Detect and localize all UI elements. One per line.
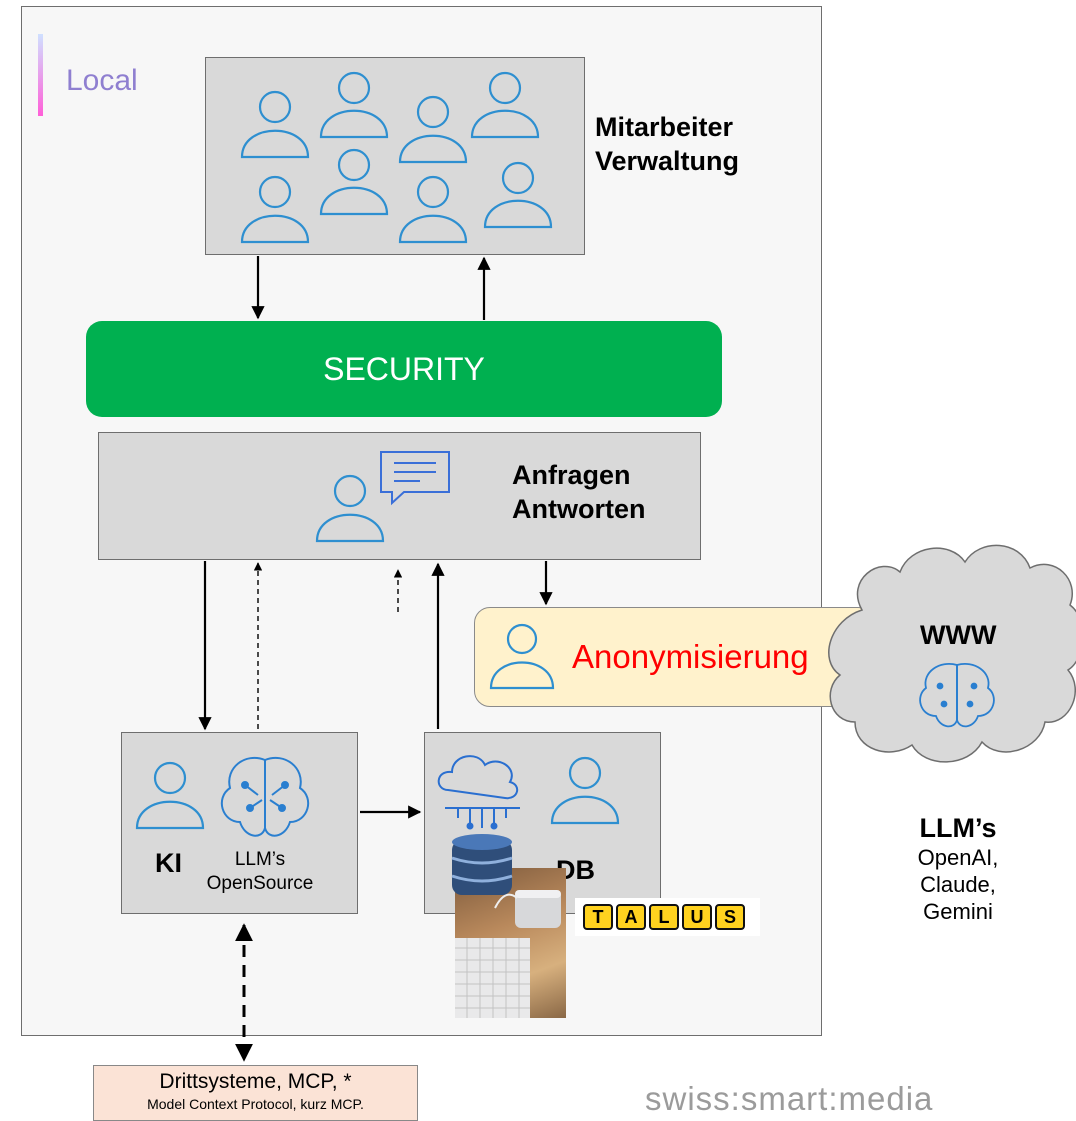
requests-label-line2: Antworten [512, 494, 646, 524]
llm-provider-gemini: Gemini [923, 899, 993, 924]
security-label: SECURITY [323, 350, 485, 387]
brain-icon [220, 757, 310, 837]
www-label: WWW [920, 620, 997, 650]
anonymization-person-icon [489, 623, 555, 690]
connector-arrows [198, 256, 553, 819]
ki-person-icon [135, 761, 205, 830]
talus-logo: T A L U S [575, 898, 760, 936]
www-cloud [828, 544, 1076, 763]
llm-provider-claude: Claude, [920, 872, 996, 897]
employee-icons [240, 71, 553, 244]
person-icon [319, 71, 389, 139]
swiss-smart-media-logo: swiss:smart:media [645, 1080, 934, 1117]
www-brain-icon [919, 662, 995, 728]
person-icon [240, 175, 310, 244]
llm-providers-title: LLM’s [919, 813, 997, 843]
requests-label-line1: Anfragen [512, 460, 631, 490]
talus-letter-t: T [583, 904, 613, 930]
mac-mini-photo-graphic [455, 890, 561, 1018]
employees-label: Mitarbeiter Verwaltung [595, 110, 739, 178]
thirdparty-box: Drittsysteme, MCP, * Model Context Proto… [93, 1065, 418, 1121]
ki-llm-label: LLM’s OpenSource [190, 848, 330, 896]
ki-llm-line2: OpenSource [206, 873, 314, 894]
person-icon [398, 175, 468, 244]
talus-letter-a: A [616, 904, 646, 930]
db-person-icon [550, 756, 620, 825]
thirdparty-line1: Drittsysteme, MCP, * [159, 1070, 352, 1093]
person-icon [240, 90, 310, 159]
person-icon [319, 148, 389, 216]
person-icon [398, 95, 468, 164]
security-bar: SECURITY [86, 321, 722, 417]
dashed-arrows [253, 562, 403, 729]
thirdparty-line2: Model Context Protocol, kurz MCP. [147, 1096, 364, 1112]
talus-letter-u: U [682, 904, 712, 930]
ki-llm-line1: LLM’s [234, 849, 286, 870]
local-label: Local [66, 64, 138, 97]
employees-label-line2: Verwaltung [595, 146, 740, 176]
requests-person-icon [315, 474, 385, 543]
ki-label: KI [155, 848, 182, 878]
local-accent-bar [38, 34, 43, 116]
anonymization-label: Anonymisierung [572, 638, 809, 675]
employees-label-line1: Mitarbeiter [595, 112, 734, 142]
llm-providers: LLM’s OpenAI, Claude, Gemini [898, 812, 1018, 925]
employees-box [205, 57, 585, 255]
chat-bubble-icon [380, 451, 450, 506]
database-icon [451, 834, 513, 895]
talus-letter-l: L [649, 904, 679, 930]
requests-label: Anfragen Antworten [512, 458, 645, 526]
cloud-ai-icon [437, 755, 520, 830]
person-icon [470, 71, 540, 139]
person-icon [483, 161, 553, 229]
talus-letter-s: S [715, 904, 745, 930]
llm-provider-openai: OpenAI, [917, 845, 999, 870]
